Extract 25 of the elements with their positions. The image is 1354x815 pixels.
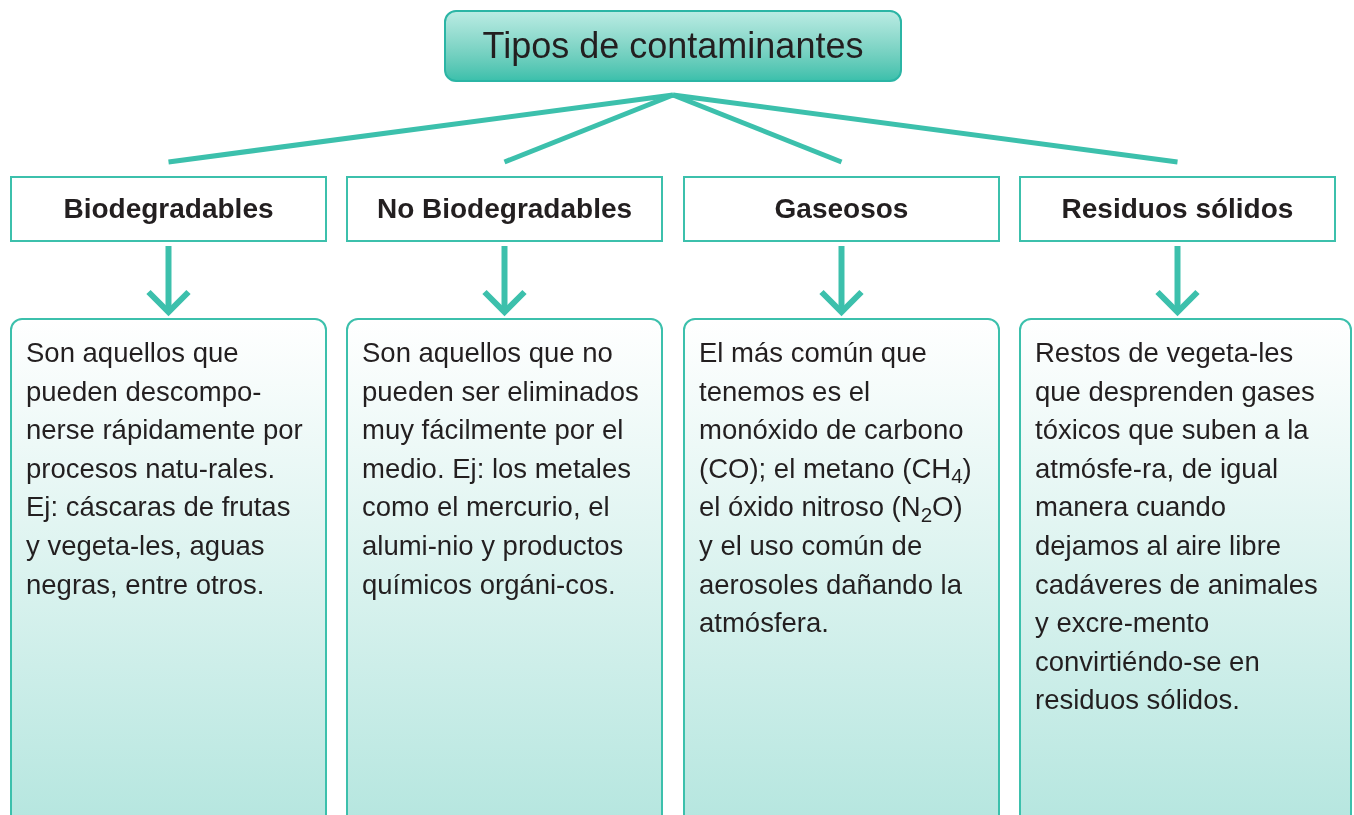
- arrow: [818, 246, 865, 315]
- description-box: [10, 318, 327, 815]
- arrow: [481, 246, 528, 315]
- category-heading: Gaseosos: [774, 192, 909, 226]
- category-box: [346, 176, 663, 242]
- arrow: [1154, 246, 1201, 315]
- description-text: Restos de vegeta-les que desprenden gases tóxicos que suben a la atmósfe-ra, de igual manera cuando dejamos al aire libre cadáveres de animales y excre-mento convirtiéndo-se en residuos sólidos.: [1035, 336, 1319, 718]
- title-box: [444, 10, 902, 82]
- category-box: [1019, 176, 1336, 242]
- category-box: [683, 176, 1000, 242]
- description-box: [346, 318, 663, 815]
- title-text: Tipos de contaminantes: [482, 24, 864, 68]
- connector-line: [503, 92, 674, 165]
- arrow: [145, 246, 192, 315]
- category-heading: No Biodegradables: [376, 192, 633, 226]
- description-text: El más común que tenemos es el monóxido de carbono (CO); el metano (CH$_{4}$) el óxido nitroso (N$_{2}$O) y el uso común de aerosoles dañando la atmósfera.: [699, 336, 973, 641]
- connector-line: [672, 92, 1178, 165]
- description-text: Son aquellos que pueden descompo-nerse rápidamente por procesos natu-rales. Ej: cáscaras de frutas y vegeta-les, aguas negras, entre otros.: [26, 336, 304, 602]
- category-heading: Residuos sólidos: [1061, 192, 1294, 226]
- category-box: [10, 176, 327, 242]
- connector-line: [168, 92, 674, 165]
- description-box: [1019, 318, 1352, 815]
- category-heading: Biodegradables: [63, 192, 274, 226]
- description-text: Son aquellos que no pueden ser eliminados muy fácilmente por el medio. Ej: los metales como el mercurio, el alumi-nio y productos químicos orgáni-cos.: [362, 336, 640, 602]
- description-box: [683, 318, 1000, 815]
